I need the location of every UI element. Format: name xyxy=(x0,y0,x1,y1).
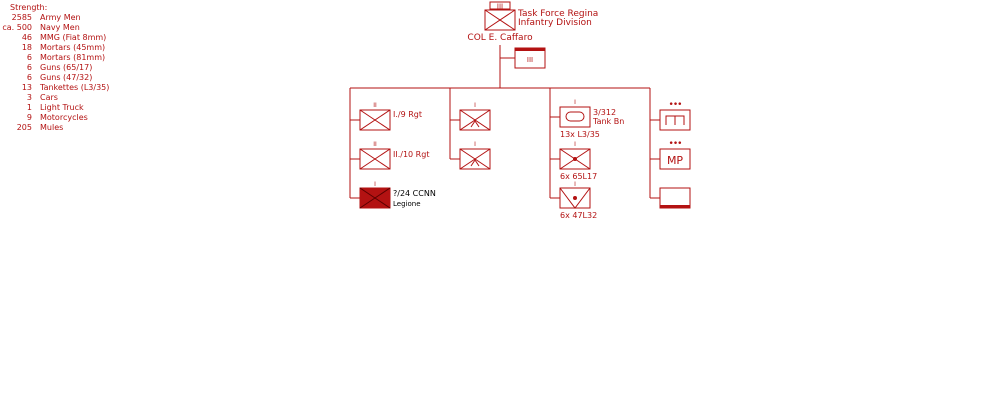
tank-equipment: 13x L3/35 xyxy=(560,130,600,139)
strength-qty: 18 xyxy=(22,43,32,52)
unit-tank: I 3/312 Tank Bn 13x L3/35 xyxy=(559,99,624,139)
strength-label: Cars xyxy=(40,93,58,102)
mp-symbol xyxy=(659,148,691,170)
strength-qty: 6 xyxy=(27,73,32,82)
strength-label: Army Men xyxy=(40,13,81,22)
rgt2-label: II./10 Rgt xyxy=(393,150,429,159)
unit-mp: ••• MP xyxy=(659,139,691,170)
unit-at47: I 6x 47L32 xyxy=(559,181,597,220)
strength-heading: Strength: xyxy=(10,3,47,12)
hq-staff-echelon: III xyxy=(527,56,533,64)
unit-art65: I 6x 65L17 xyxy=(559,141,597,181)
artillery-dot-icon xyxy=(573,157,577,161)
hq-echelon: III xyxy=(497,3,503,11)
hq-name: Task Force Regina xyxy=(517,9,598,19)
unit-rgt1: II I./9 Rgt xyxy=(359,102,422,131)
unit-mtn1: I xyxy=(459,102,491,131)
strength-qty: 9 xyxy=(27,113,32,122)
mtn2-echelon: I xyxy=(474,141,476,148)
strength-label: Tankettes (L3/35) xyxy=(39,83,109,92)
strength-label: Navy Men xyxy=(40,23,80,32)
at47-equipment: 6x 47L32 xyxy=(560,211,597,220)
mountain-icon xyxy=(470,120,480,128)
engineer-icon xyxy=(665,115,685,125)
strength-label: Mules xyxy=(40,123,63,132)
art65-equipment: 6x 65L17 xyxy=(560,172,597,181)
art65-echelon: I xyxy=(574,141,576,148)
armor-track-icon xyxy=(565,111,585,122)
strength-qty: 6 xyxy=(27,63,32,72)
unit-eng: ••• xyxy=(659,100,691,131)
rgt1-label: I./9 Rgt xyxy=(393,110,422,119)
hq-parent: Infantry Division xyxy=(518,18,592,28)
tank-label: 3/312 xyxy=(593,108,616,117)
strength-qty: 13 xyxy=(22,83,32,92)
connectors xyxy=(349,87,660,199)
unit-supply xyxy=(659,187,691,209)
strength-qty: 46 xyxy=(22,33,32,42)
strength-label: MMG (Fiat 8mm) xyxy=(40,33,106,42)
strength-qty: ca. 500 xyxy=(2,23,32,32)
unit-mtn2: I xyxy=(459,141,491,170)
hq-commander: COL E. Caffaro xyxy=(467,33,533,43)
artillery-dot-icon xyxy=(573,196,577,200)
ccnn-echelon: I xyxy=(374,181,376,188)
supply-icon xyxy=(660,205,690,208)
tank-sublabel: Tank Bn xyxy=(592,117,624,126)
tank-echelon: I xyxy=(574,99,576,106)
strength-qty: 205 xyxy=(17,123,32,132)
strength-label: Motorcycles xyxy=(40,113,88,122)
rgt1-echelon: II xyxy=(373,102,377,109)
at47-echelon: I xyxy=(574,181,576,188)
strength-qty: 6 xyxy=(27,53,32,62)
hq-unit: III Task Force Regina Infantry Division … xyxy=(467,1,598,43)
strength-label: Light Truck xyxy=(40,103,84,112)
mtn1-echelon: I xyxy=(474,102,476,109)
strength-label: Mortars (45mm) xyxy=(40,43,105,52)
hq-staff-unit: III xyxy=(499,45,546,88)
strength-label: Mortars (81mm) xyxy=(40,53,105,62)
strength-qty: 3 xyxy=(27,93,32,102)
strength-qty: 1 xyxy=(27,103,32,112)
strength-label: Guns (65/17) xyxy=(40,63,92,72)
unit-rgt2: II II./10 Rgt xyxy=(359,141,429,170)
ccnn-sublabel: Legione xyxy=(393,200,421,208)
ccnn-label: ?/24 CCNN xyxy=(393,189,436,198)
strength-qty: 2585 xyxy=(12,13,32,22)
strength-label: Guns (47/32) xyxy=(40,73,92,82)
mp-label: MP xyxy=(667,154,683,167)
hq-echelon-box xyxy=(489,1,511,10)
eng-echelon: ••• xyxy=(669,100,682,110)
mountain-icon xyxy=(470,159,480,167)
rgt2-echelon: II xyxy=(373,141,377,148)
unit-ccnn: I ?/24 CCNN Legione xyxy=(359,181,436,209)
tank-armor-symbol xyxy=(559,106,591,128)
mp-echelon: ••• xyxy=(669,139,682,149)
